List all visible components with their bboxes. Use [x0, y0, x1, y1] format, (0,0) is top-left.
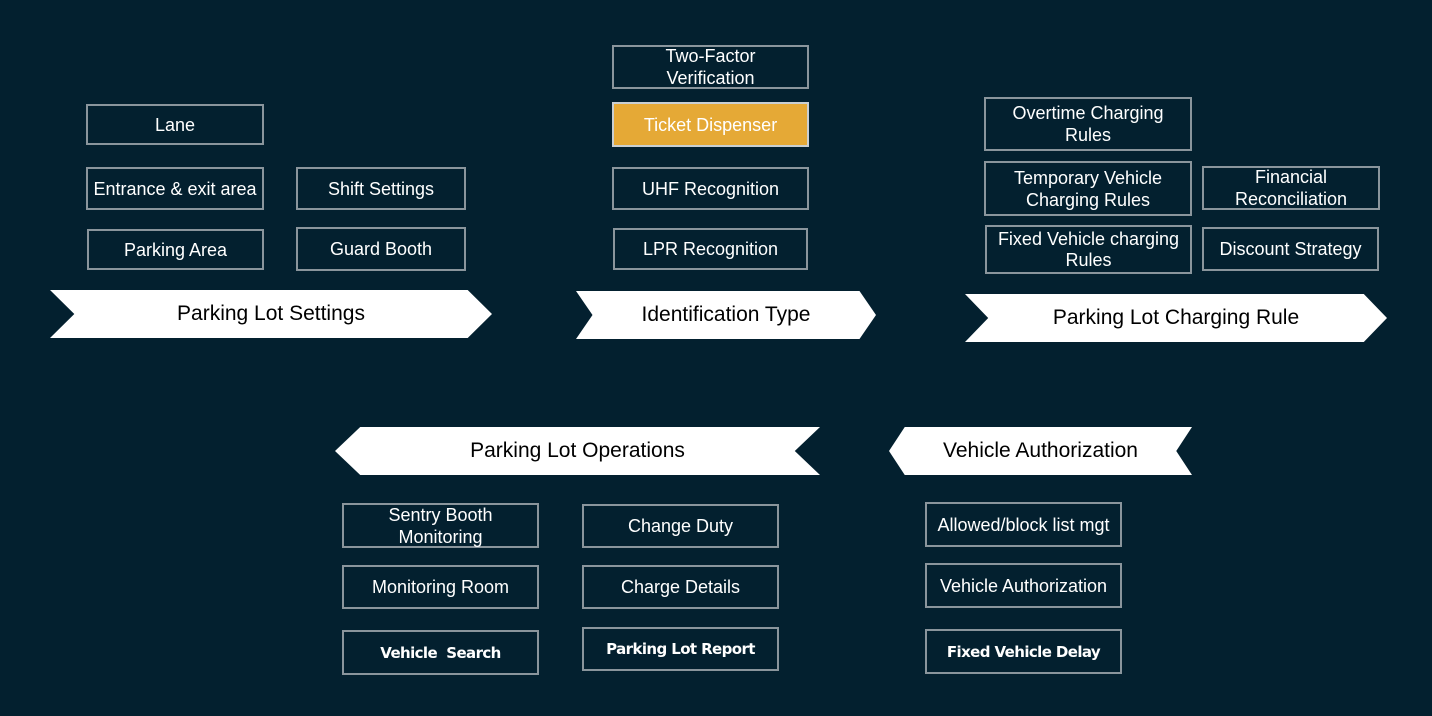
banner-label: Parking Lot Operations	[470, 439, 685, 462]
box-label: Entrance & exit area	[93, 178, 257, 199]
box-label: Shift Settings	[327, 178, 435, 199]
box-allowed-block-list: Allowed/block list mgt	[925, 502, 1122, 547]
box-label: Guard Booth	[329, 239, 433, 259]
box-sentry-booth-monitoring: Sentry Booth Monitoring	[342, 503, 539, 548]
banner-charging-rule: Parking Lot Charging Rule	[965, 294, 1387, 342]
banner-vehicle-authorization: Vehicle Authorization	[889, 427, 1192, 475]
box-lpr-recognition: LPR Recognition	[613, 228, 808, 270]
box-label: Vehicle Authorization	[939, 575, 1108, 596]
box-label: Parking Lot Report	[606, 640, 755, 658]
box-lane: Lane	[86, 104, 264, 145]
box-vehicle-authorization: Vehicle Authorization	[925, 563, 1122, 608]
box-label: Ticket Dispenser	[643, 114, 778, 135]
box-entrance-exit-area: Entrance & exit area	[86, 167, 264, 210]
box-label: Financial Reconciliation	[1234, 167, 1348, 209]
banner-label: Vehicle Authorization	[943, 439, 1138, 462]
box-label: Overtime Charging Rules	[1012, 103, 1164, 145]
box-label: Parking Area	[123, 239, 228, 260]
box-overtime-charging-rules: Overtime Charging Rules	[984, 97, 1192, 151]
box-two-factor-verification: Two-Factor Verification	[612, 45, 809, 89]
box-label: Fixed Vehicle charging Rules	[997, 228, 1180, 270]
banner-parking-lot-operations: Parking Lot Operations	[335, 427, 820, 475]
box-label: Sentry Booth Monitoring	[388, 504, 493, 547]
box-guard-booth: Guard Booth	[296, 227, 466, 271]
box-label: LPR Recognition	[642, 239, 779, 259]
banner-label: Parking Lot Charging Rule	[1052, 306, 1300, 329]
box-ticket-dispenser: Ticket Dispenser	[612, 102, 809, 147]
box-label: Charge Details	[620, 577, 741, 597]
box-temporary-vehicle-charging-rules: Temporary Vehicle Charging Rules	[984, 161, 1192, 216]
box-parking-lot-report: Parking Lot Report	[582, 627, 779, 671]
box-label: Temporary Vehicle Charging Rules	[1013, 167, 1163, 210]
box-fixed-vehicle-charging-rules: Fixed Vehicle charging Rules	[985, 225, 1192, 274]
box-discount-strategy: Discount Strategy	[1202, 227, 1379, 271]
box-label: Monitoring Room	[371, 577, 510, 597]
box-charge-details: Charge Details	[582, 565, 779, 609]
box-fixed-vehicle-delay: Fixed Vehicle Delay	[925, 629, 1122, 674]
box-parking-area: Parking Area	[87, 229, 264, 270]
box-label: Fixed Vehicle Delay	[946, 642, 1101, 661]
banner-label: Identification Type	[641, 303, 811, 326]
box-label: UHF Recognition	[641, 178, 780, 199]
box-label: Two-Factor Verification	[665, 46, 756, 88]
box-monitoring-room: Monitoring Room	[342, 565, 539, 609]
box-change-duty: Change Duty	[582, 504, 779, 548]
box-uhf-recognition: UHF Recognition	[612, 167, 809, 210]
box-label: Lane	[154, 114, 196, 135]
banner-identification-type: Identification Type	[576, 291, 876, 339]
box-vehicle-search: Vehicle Search	[342, 630, 539, 675]
box-label: Allowed/block list mgt	[937, 514, 1110, 535]
box-label: Vehicle Search	[380, 643, 501, 662]
banner-parking-lot-settings: Parking Lot Settings	[50, 290, 492, 338]
banner-label: Parking Lot Settings	[177, 302, 365, 325]
box-label: Discount Strategy	[1219, 239, 1362, 259]
box-label: Change Duty	[627, 516, 734, 536]
box-financial-reconciliation: Financial Reconciliation	[1202, 166, 1380, 210]
box-shift-settings: Shift Settings	[296, 167, 466, 210]
